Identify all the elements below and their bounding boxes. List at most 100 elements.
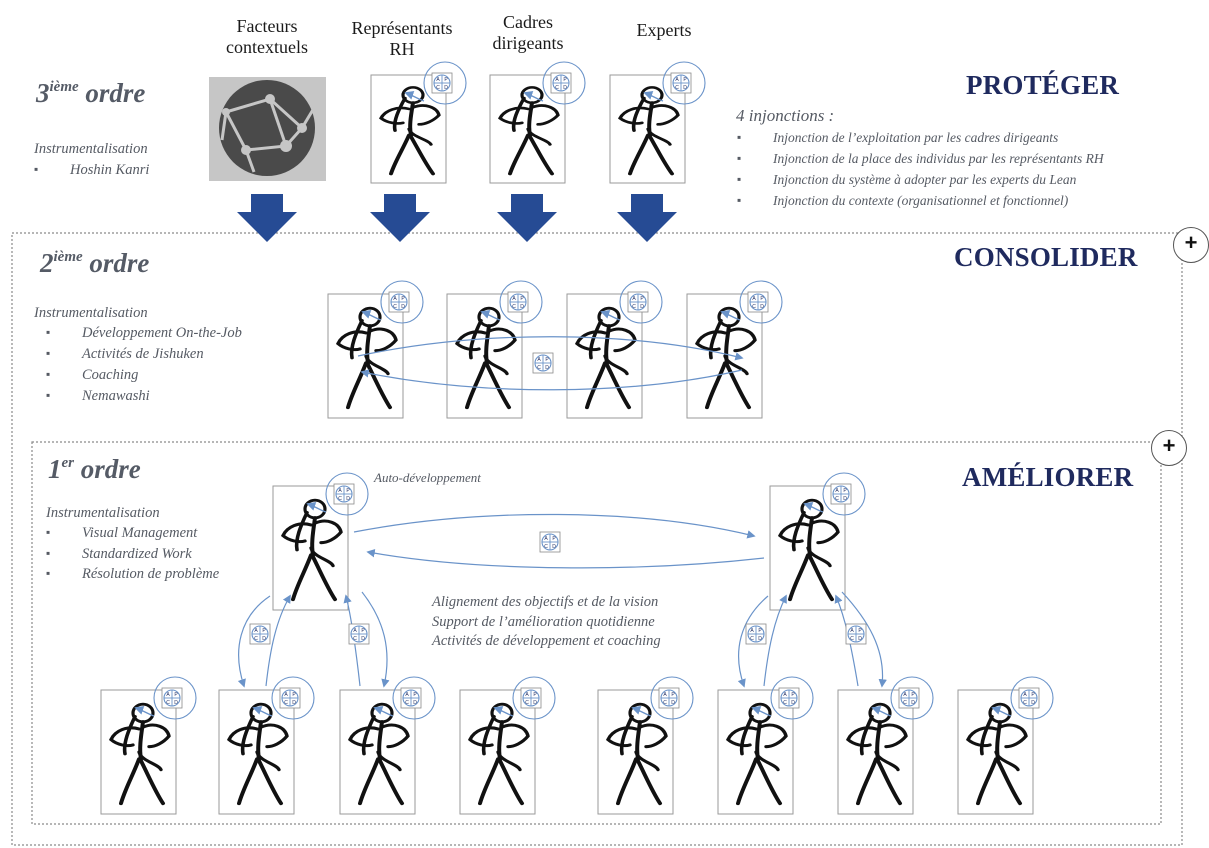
coaching-arrow: [265, 594, 291, 687]
pdca-icon: [627, 291, 649, 313]
pdca-cycle-ring: [325, 472, 369, 516]
operator-figure: [100, 676, 197, 815]
first-order-instr-item: Résolution de problème: [46, 566, 219, 583]
self-development-label: Auto-développement: [374, 470, 481, 485]
second-order-figure: [686, 280, 783, 419]
pdca-icon: [670, 72, 692, 94]
operator-figure: [597, 676, 694, 815]
pdca-icon: [898, 687, 920, 709]
first-order-instr-item: Standardized Work: [46, 546, 192, 563]
pdca-icon: [745, 623, 767, 645]
downward-arrow: [370, 194, 430, 242]
pdca-icon: [507, 291, 529, 313]
pdca-icon: [550, 72, 572, 94]
context-factors-header: Facteurs contextuels: [226, 16, 308, 57]
hr-representative-figure: [370, 61, 467, 184]
third-order-title: 3ième ordre: [36, 78, 146, 108]
operator-figure: [459, 676, 556, 815]
pdca-icon: [388, 291, 410, 313]
phase-proteger: PROTÉGER: [966, 70, 1120, 100]
pdca-icon: [333, 483, 355, 505]
pdca-cycle-ring: [662, 61, 706, 105]
ameliorer-frame: [31, 441, 1162, 825]
arrows: [237, 194, 887, 688]
pdca-icon: [1018, 687, 1040, 709]
pdca-cycle-ring: [542, 61, 586, 105]
coaching-arrow: [237, 595, 271, 688]
first-order-instr-item: Visual Management: [46, 525, 197, 542]
second-order-instr-item: Activités de Jishuken: [46, 346, 203, 363]
coaching-arrow: [763, 594, 787, 687]
pdca-icon: [658, 687, 680, 709]
alignment-line: Alignement des objectifs et de la vision: [432, 594, 659, 610]
phase-ameliorer: AMÉLIORER: [962, 462, 1134, 492]
injunction-item: Injonction du contexte (organisationnel …: [737, 193, 1068, 209]
pdca-icon: [520, 687, 542, 709]
plus-icon: +: [1173, 227, 1209, 263]
injunctions-title: 4 injonctions :: [736, 106, 835, 125]
peer-cycle-arrow: [360, 369, 743, 391]
pdca-cycle-ring: [153, 676, 197, 720]
first-order-manager-figure: [272, 472, 369, 611]
experts-header: Experts: [636, 20, 692, 40]
manager-cycle-arrow: [353, 513, 756, 539]
phase-consolider: CONSOLIDER: [954, 242, 1138, 272]
operator-figure: [339, 676, 436, 815]
operator-figure: [957, 676, 1054, 815]
pdca-icon: [279, 687, 301, 709]
plus-icon: +: [1151, 430, 1187, 466]
injunction-item: Injonction de l’exploitation par les cad…: [737, 130, 1058, 146]
pdca-icon: [161, 687, 183, 709]
operator-figure: [717, 676, 814, 815]
coaching-arrow: [737, 595, 769, 688]
alignment-line: Support de l’amélioration quotidienne: [432, 614, 655, 630]
pdca-cycle-ring: [890, 676, 934, 720]
pdca-cycle-ring: [423, 61, 467, 105]
second-order-title: 2ième ordre: [40, 248, 150, 278]
coaching-arrow: [841, 591, 887, 688]
first-order-manager-figure: [769, 472, 866, 611]
pdca-cycle-ring: [770, 676, 814, 720]
first-order-title: 1er ordre: [48, 454, 141, 484]
downward-arrow: [617, 194, 677, 242]
pdca-cycle-ring: [392, 676, 436, 720]
pdca-icon: [778, 687, 800, 709]
pdca-cycle-ring: [650, 676, 694, 720]
pdca-cycle-ring: [619, 280, 663, 324]
downward-arrow: [237, 194, 297, 242]
third-order-instr-title: Instrumentalisation: [34, 141, 148, 157]
consolider-frame: [11, 232, 1183, 846]
second-order-instr-item: Développement On-the-Job: [46, 325, 242, 342]
leaders-header: Cadres dirigeants: [492, 12, 564, 53]
injunction-item: Injonction de la place des individus par…: [737, 151, 1104, 167]
pdca-icon: [249, 623, 271, 645]
pdca-cycle-ring: [512, 676, 556, 720]
third-order-instr-item: Hoshin Kanri: [34, 162, 150, 179]
operator-figure: [218, 676, 315, 815]
alignment-line: Activités de développement et coaching: [432, 633, 661, 649]
pdca-cycle-ring: [1010, 676, 1054, 720]
pdca-cycle-ring: [271, 676, 315, 720]
operator-figure: [837, 676, 934, 815]
globe-icon: [209, 77, 326, 181]
leader-figure: [489, 61, 586, 184]
pdca-cycle-ring: [380, 280, 424, 324]
figures: [100, 61, 1054, 815]
pdca-icon: [539, 531, 561, 553]
pdca-icon: [400, 687, 422, 709]
hr-representatives-header: Représentants RH: [351, 18, 453, 59]
second-order-figure: [446, 280, 543, 419]
second-order-figure: [327, 280, 424, 419]
pdca-cycle-ring: [822, 472, 866, 516]
first-order-instr-title: Instrumentalisation: [46, 505, 160, 521]
expert-figure: [609, 61, 706, 184]
downward-arrow: [497, 194, 557, 242]
pdca-icon: [747, 291, 769, 313]
pdca-icon: [532, 352, 554, 374]
pdca-cycle-ring: [739, 280, 783, 324]
second-order-figure: [566, 280, 663, 419]
manager-cycle-arrow: [366, 549, 765, 569]
coaching-arrow: [361, 591, 390, 688]
second-order-instr-item: Nemawashi: [46, 388, 149, 405]
pdca-cycle-ring: [499, 280, 543, 324]
